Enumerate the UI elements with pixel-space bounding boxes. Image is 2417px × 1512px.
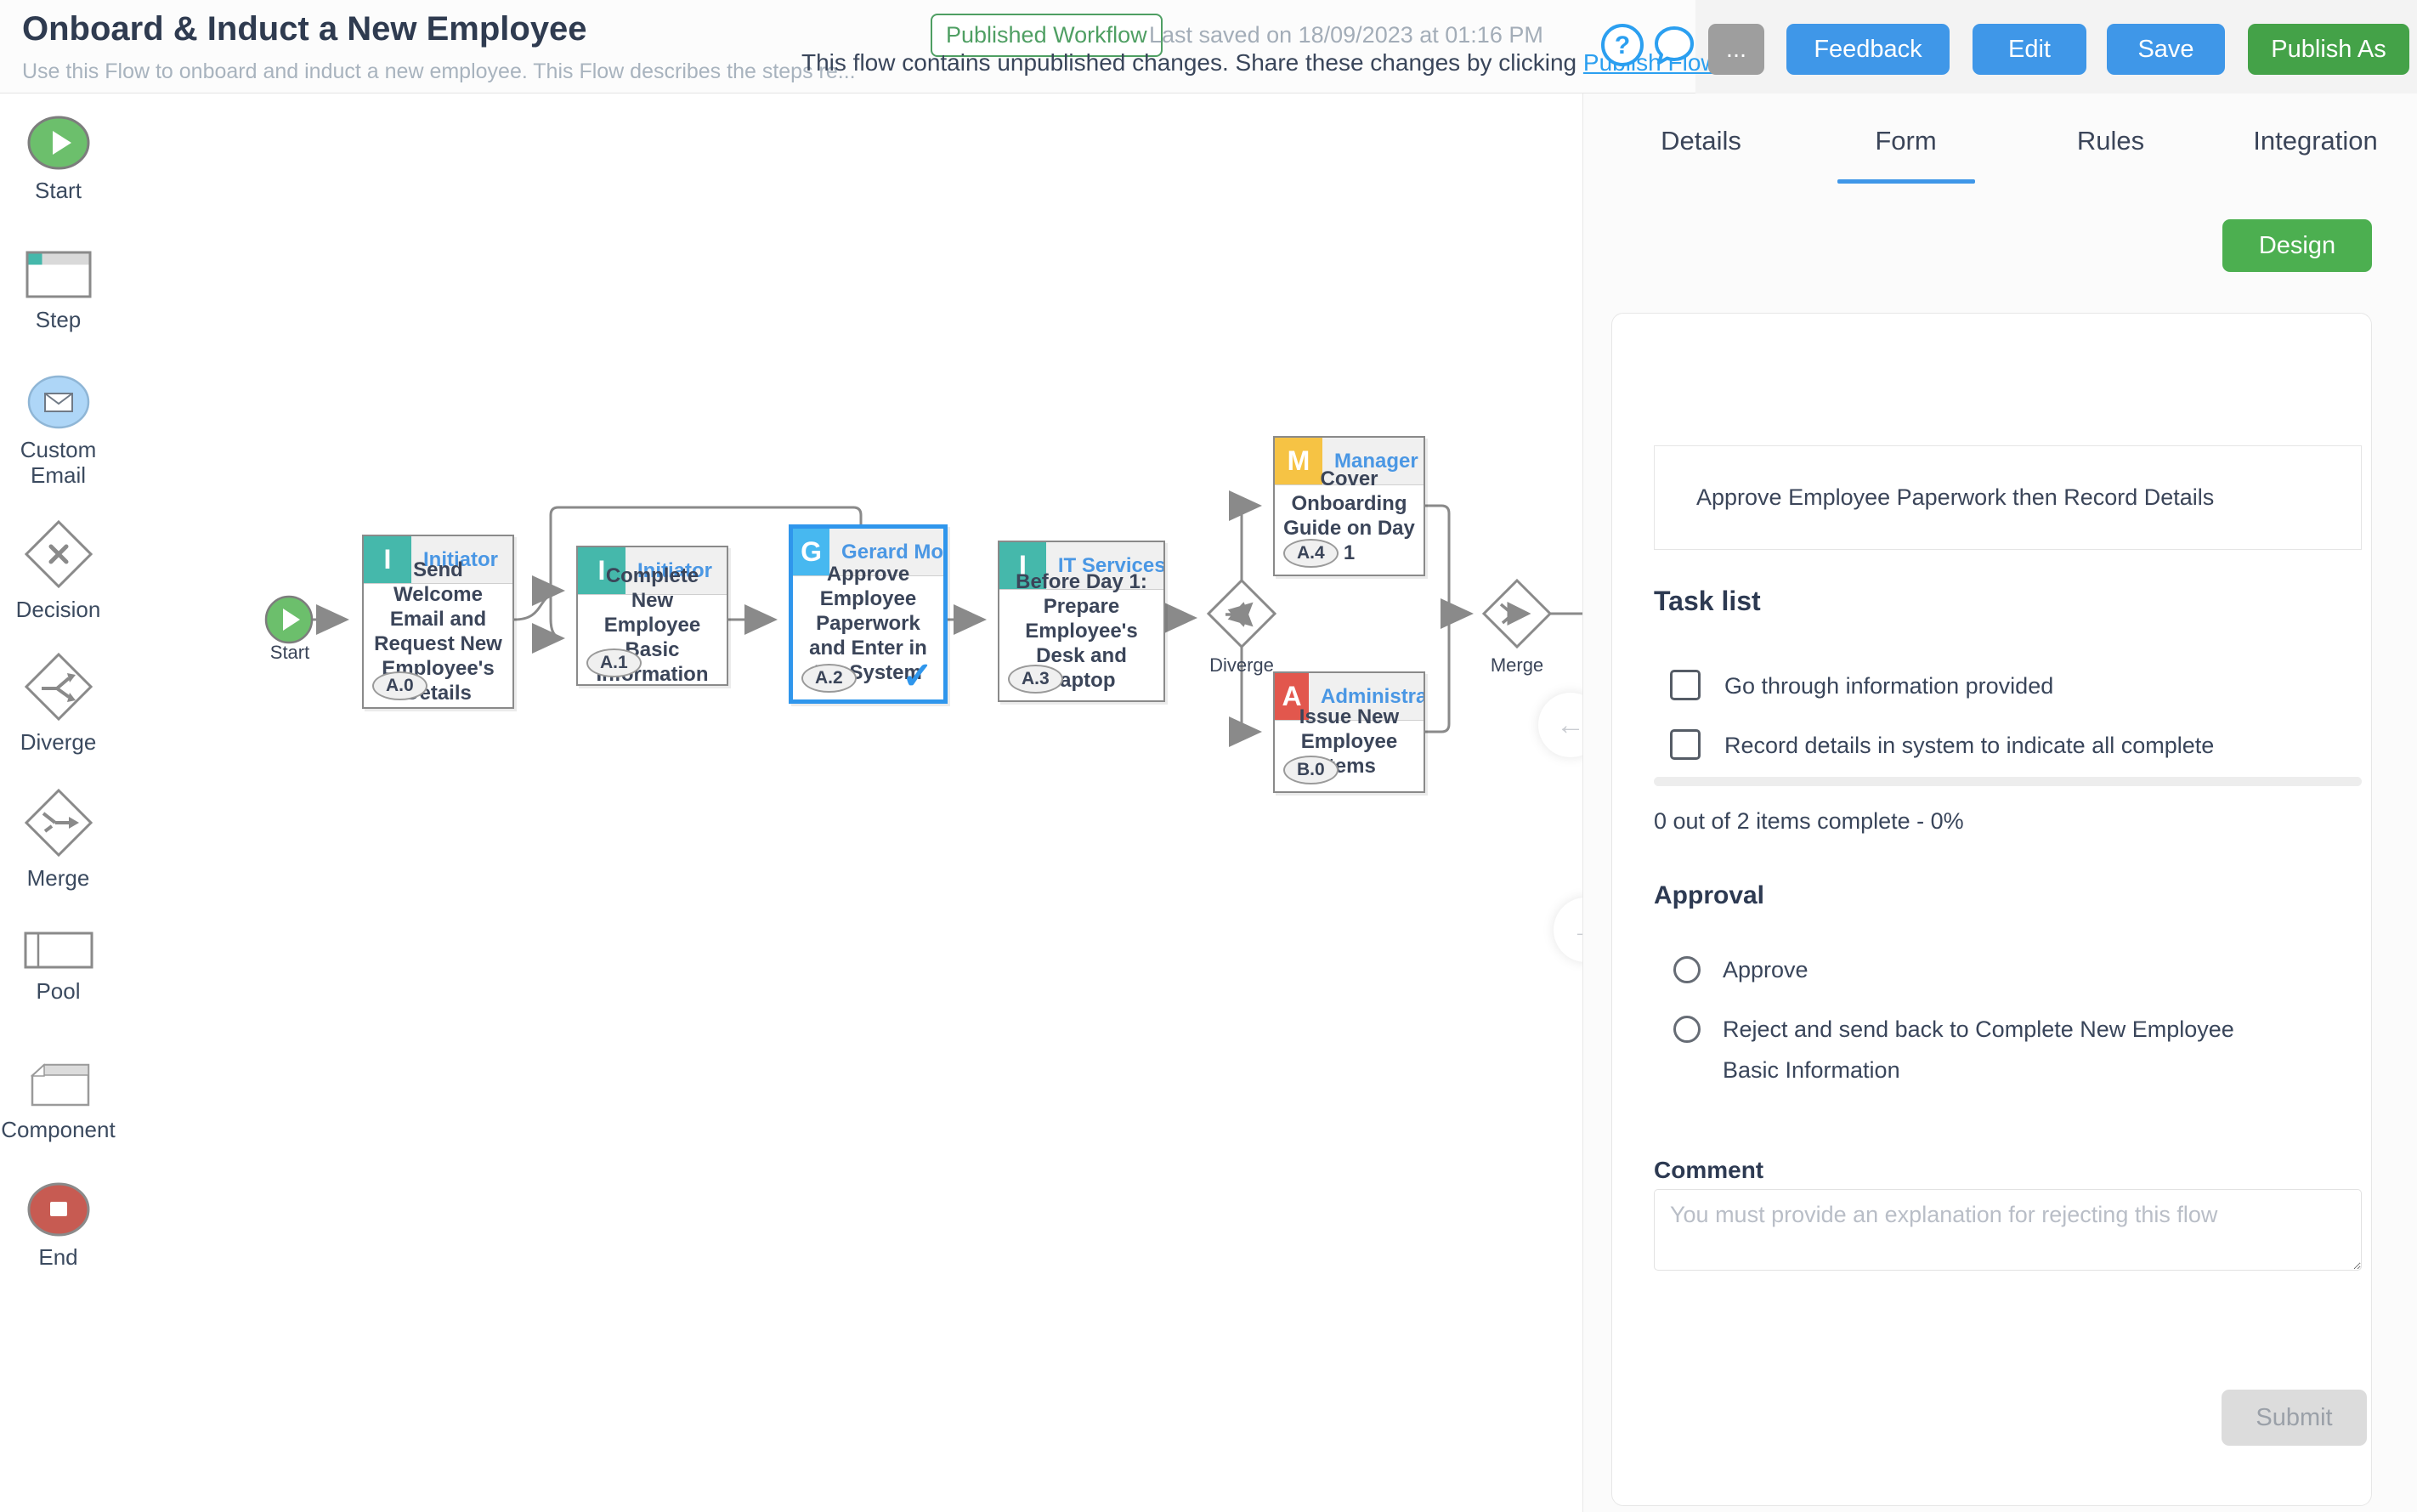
- node-badge: A.4: [1283, 539, 1339, 568]
- diverge-shape-icon: [23, 651, 94, 722]
- publish-as-button[interactable]: Publish As: [2248, 24, 2409, 75]
- active-tab-underline: [1837, 179, 1975, 184]
- step-details-panel: Details Form Rules Integration Design Ap…: [1582, 93, 2417, 1512]
- palette-item-start[interactable]: Start: [0, 115, 116, 203]
- save-button[interactable]: Save: [2107, 24, 2225, 75]
- flow-node-a4[interactable]: M Manager Cover Onboarding Guide on Day …: [1273, 436, 1425, 576]
- more-options-button[interactable]: ...: [1708, 24, 1764, 75]
- start-node-label: Start: [252, 642, 328, 664]
- task-item-row: Go through information provided: [1670, 670, 2053, 702]
- palette-item-component[interactable]: Component: [0, 1061, 116, 1142]
- palette-item-decision[interactable]: Decision: [0, 518, 116, 622]
- decision-shape-icon: [23, 518, 94, 590]
- node-badge: A.1: [586, 648, 642, 677]
- complete-check-icon: ✓: [902, 654, 933, 698]
- task-checkbox-1[interactable]: [1670, 670, 1701, 700]
- palette-item-merge[interactable]: Merge: [0, 787, 116, 891]
- task-checkbox-2[interactable]: [1670, 729, 1701, 760]
- unpublished-changes-warning: This flow contains unpublished changes. …: [801, 49, 1718, 76]
- feedback-button[interactable]: Feedback: [1786, 24, 1950, 75]
- warning-text: This flow contains unpublished changes. …: [801, 49, 1576, 76]
- node-badge: A.0: [372, 671, 427, 700]
- custom-email-shape-icon: [25, 374, 92, 430]
- node-title: Complete New Employee Basic Information: [578, 595, 727, 655]
- reject-label: Reject and send back to Complete New Emp…: [1723, 1009, 2267, 1090]
- submit-button[interactable]: Submit: [2222, 1390, 2367, 1446]
- flow-node-b0[interactable]: A Administration Issue New Employee Item…: [1273, 671, 1425, 793]
- task-label: Go through information provided: [1724, 670, 2053, 702]
- task-progress-bar: [1654, 777, 2362, 786]
- node-badge: B.0: [1283, 756, 1339, 784]
- node-title: Send Welcome Email and Request New Emplo…: [364, 584, 512, 678]
- tab-details[interactable]: Details: [1599, 110, 1803, 184]
- page-subtitle: Use this Flow to onboard and induct a ne…: [22, 59, 856, 84]
- flow-node-a2-selected[interactable]: G Gerard Mould Approve Employee Paperwor…: [789, 524, 948, 704]
- chat-bubble-icon: [1652, 24, 1696, 68]
- flow-connectors: [0, 93, 1582, 1512]
- chat-icon[interactable]: [1652, 24, 1696, 72]
- shape-palette: Start Step Custom Email Decision Diverge: [0, 93, 116, 1512]
- page-title: Onboard & Induct a New Employee: [22, 10, 587, 48]
- task-item-row: Record details in system to indicate all…: [1670, 729, 2214, 762]
- merge-shape-icon: [23, 787, 94, 858]
- palette-item-custom-email[interactable]: Custom Email: [0, 374, 116, 488]
- panel-tabs: Details Form Rules Integration: [1599, 110, 2417, 184]
- node-role: Gerard Mould: [829, 541, 943, 564]
- flow-node-a0[interactable]: I Initiator Send Welcome Email and Reque…: [362, 535, 514, 709]
- edit-button[interactable]: Edit: [1973, 24, 2086, 75]
- flow-node-a3[interactable]: I IT Services Before Day 1: Prepare Empl…: [998, 541, 1165, 702]
- pool-shape-icon: [23, 931, 94, 971]
- end-shape-icon: [25, 1181, 92, 1237]
- component-shape-icon: [24, 1061, 93, 1110]
- approval-option-row: Approve: [1673, 949, 1809, 990]
- design-button[interactable]: Design: [2222, 219, 2372, 272]
- form-step-title: Approve Employee Paperwork then Record D…: [1654, 445, 2362, 550]
- palette-item-pool[interactable]: Pool: [0, 931, 116, 1004]
- node-badge: A.2: [801, 664, 857, 693]
- help-icon[interactable]: ?: [1601, 24, 1644, 66]
- node-badge: A.3: [1008, 665, 1063, 694]
- palette-item-end[interactable]: End: [0, 1181, 116, 1270]
- approval-option-row: Reject and send back to Complete New Emp…: [1673, 1009, 2267, 1090]
- palette-item-step[interactable]: Step: [0, 249, 116, 332]
- approval-heading: Approval: [1654, 881, 1764, 910]
- task-label: Record details in system to indicate all…: [1724, 729, 2214, 762]
- node-title: Issue New Employee Items: [1275, 721, 1424, 762]
- reject-radio[interactable]: [1673, 1016, 1701, 1043]
- tab-integration[interactable]: Integration: [2213, 110, 2417, 184]
- node-title: Before Day 1: Prepare Employee's Desk an…: [999, 590, 1163, 671]
- tab-rules[interactable]: Rules: [2008, 110, 2213, 184]
- comment-label: Comment: [1654, 1157, 1763, 1184]
- tab-form[interactable]: Form: [1803, 110, 2008, 184]
- node-title: Cover Onboarding Guide on Day 1: [1275, 485, 1424, 546]
- last-saved-text: Last saved on 18/09/2023 at 01:16 PM: [1149, 22, 1543, 48]
- comment-textarea[interactable]: [1654, 1189, 2362, 1271]
- merge-label: Merge: [1458, 654, 1576, 677]
- flow-canvas: Start Diverge Merge: [0, 93, 1582, 1512]
- app-header: Onboard & Induct a New Employee Use this…: [0, 0, 2417, 93]
- palette-item-diverge[interactable]: Diverge: [0, 651, 116, 755]
- flow-node-a1[interactable]: I Initiator Complete New Employee Basic …: [576, 546, 728, 686]
- form-preview-card: Approve Employee Paperwork then Record D…: [1611, 313, 2372, 1506]
- start-shape-icon: [25, 115, 92, 171]
- task-list-heading: Task list: [1654, 586, 1761, 617]
- step-shape-icon: [25, 249, 93, 300]
- task-progress-text: 0 out of 2 items complete - 0%: [1654, 808, 1964, 835]
- approve-label: Approve: [1723, 949, 1809, 990]
- approve-radio[interactable]: [1673, 956, 1701, 983]
